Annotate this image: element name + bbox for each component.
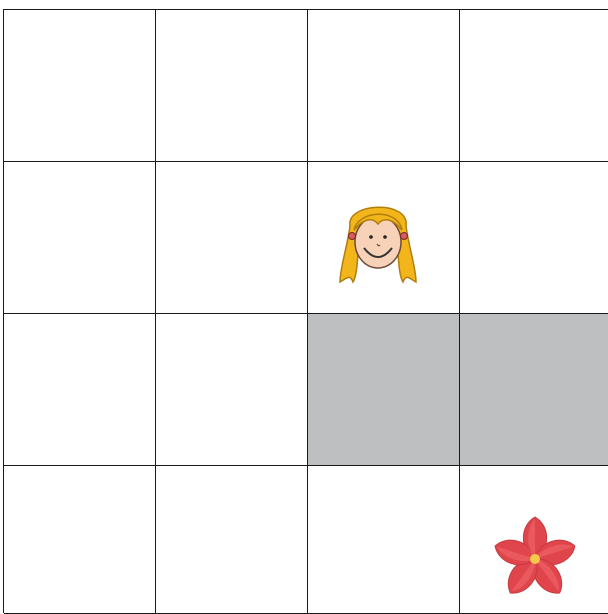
grid-cell[interactable] bbox=[308, 466, 460, 614]
red-flower-icon bbox=[490, 514, 580, 604]
grid-cell[interactable] bbox=[156, 466, 308, 614]
grid-cell[interactable] bbox=[460, 162, 608, 314]
grid-cell[interactable] bbox=[4, 314, 156, 466]
grid-cell-blocked[interactable] bbox=[460, 314, 608, 466]
grid-cell[interactable] bbox=[156, 10, 308, 162]
grid-cell[interactable] bbox=[4, 466, 156, 614]
grid-cell[interactable] bbox=[4, 162, 156, 314]
grid-cell[interactable] bbox=[156, 162, 308, 314]
grid-cell[interactable] bbox=[4, 10, 156, 162]
grid-cell[interactable] bbox=[308, 162, 460, 314]
grid-cell[interactable] bbox=[308, 10, 460, 162]
grid-cell[interactable] bbox=[460, 10, 608, 162]
grid-cell-blocked[interactable] bbox=[308, 314, 460, 466]
grid-cell[interactable] bbox=[156, 314, 308, 466]
game-board bbox=[3, 9, 608, 613]
girl-face-icon bbox=[336, 196, 420, 292]
grid-cell[interactable] bbox=[460, 466, 608, 614]
